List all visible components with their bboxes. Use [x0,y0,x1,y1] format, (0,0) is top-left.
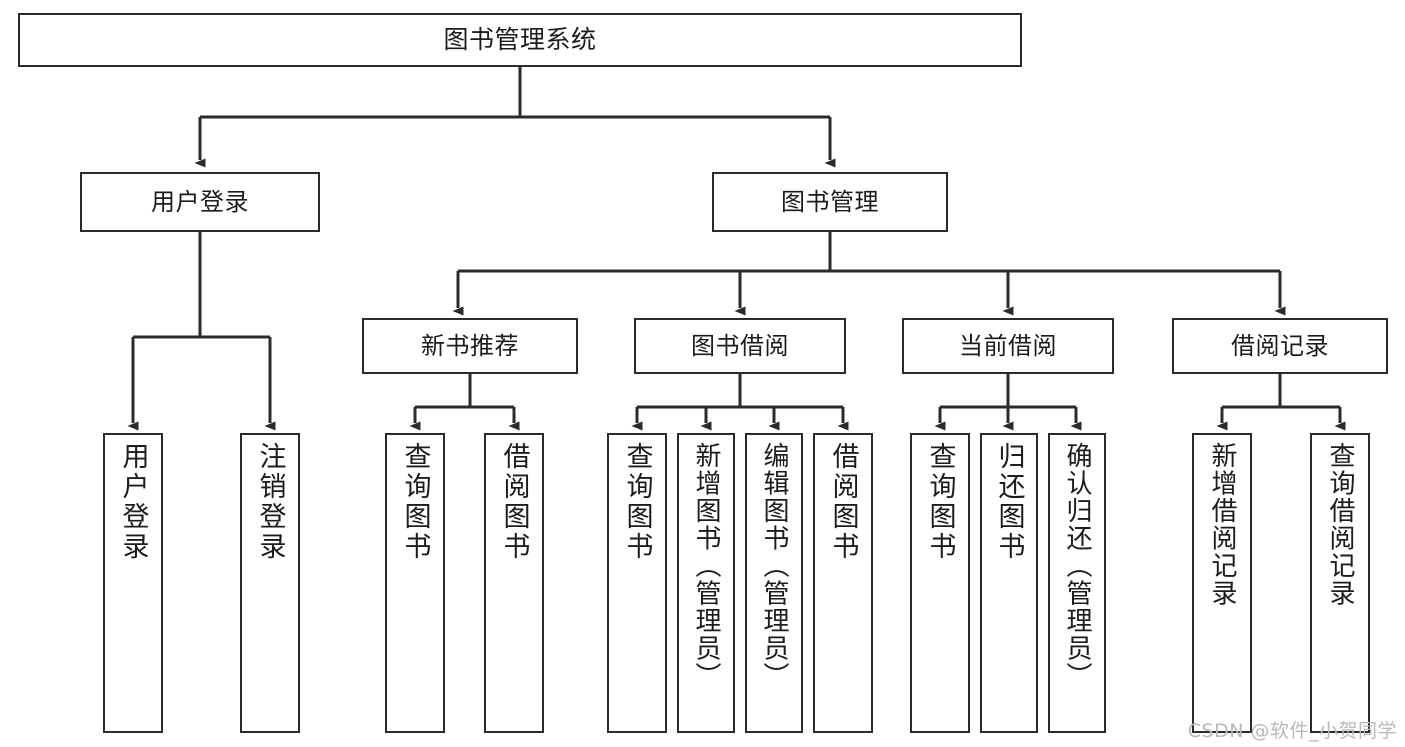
node-new-book-recommendation[interactable]: 新书推荐 [362,318,578,374]
leaf-add-borrow-record[interactable]: 新增借阅记录 [1192,433,1252,733]
leaf-query-book-borrow[interactable]: 查询图书 [607,433,667,733]
csdn-watermark: CSDN @软件_小贺同学 [1187,720,1397,742]
node-label: 注销登录 [254,442,286,562]
node-label: 当前借阅 [959,331,1057,360]
node-label: 新书推荐 [421,331,519,360]
node-label: 用户登录 [117,442,149,562]
node-label: 查询图书 [621,442,653,562]
node-book-manage[interactable]: 图书管理 [712,172,948,232]
leaf-edit-book-admin[interactable]: 编辑图书（管理员） [745,433,803,733]
node-label: 图书管理 [781,187,879,216]
node-label: 用户登录 [151,187,249,216]
node-book-borrow[interactable]: 图书借阅 [634,318,846,374]
leaf-query-book-current[interactable]: 查询图书 [910,433,970,733]
node-label: 借阅图书 [498,442,530,562]
node-borrow-record[interactable]: 借阅记录 [1172,318,1388,374]
node-label: 查询图书 [924,442,956,562]
node-label: 确认归还（管理员） [1062,442,1092,690]
node-current-borrow[interactable]: 当前借阅 [902,318,1114,374]
node-label: 图书借阅 [691,331,789,360]
node-user-login[interactable]: 用户登录 [80,172,320,232]
node-label: 新增图书（管理员） [691,442,721,690]
node-label: 借阅图书 [827,442,859,562]
leaf-query-borrow-record[interactable]: 查询借阅记录 [1310,433,1370,733]
node-label: 新增借阅记录 [1207,442,1237,607]
leaf-add-book-admin[interactable]: 新增图书（管理员） [677,433,735,733]
node-root-system[interactable]: 图书管理系统 [18,13,1022,67]
node-label: 查询图书 [399,442,431,562]
leaf-query-book-recommendation[interactable]: 查询图书 [385,433,445,733]
leaf-return-book[interactable]: 归还图书 [980,433,1038,733]
leaf-confirm-return-admin[interactable]: 确认归还（管理员） [1048,433,1106,733]
node-label: 编辑图书（管理员） [759,442,789,690]
leaf-user-login[interactable]: 用户登录 [103,433,163,733]
leaf-user-logout[interactable]: 注销登录 [240,433,300,733]
node-label: 图书管理系统 [443,25,597,54]
leaf-borrow-book[interactable]: 借阅图书 [813,433,873,733]
leaf-borrow-book-recommendation[interactable]: 借阅图书 [484,433,544,733]
node-label: 借阅记录 [1231,331,1329,360]
node-label: 查询借阅记录 [1325,442,1355,607]
node-label: 归还图书 [993,442,1025,562]
